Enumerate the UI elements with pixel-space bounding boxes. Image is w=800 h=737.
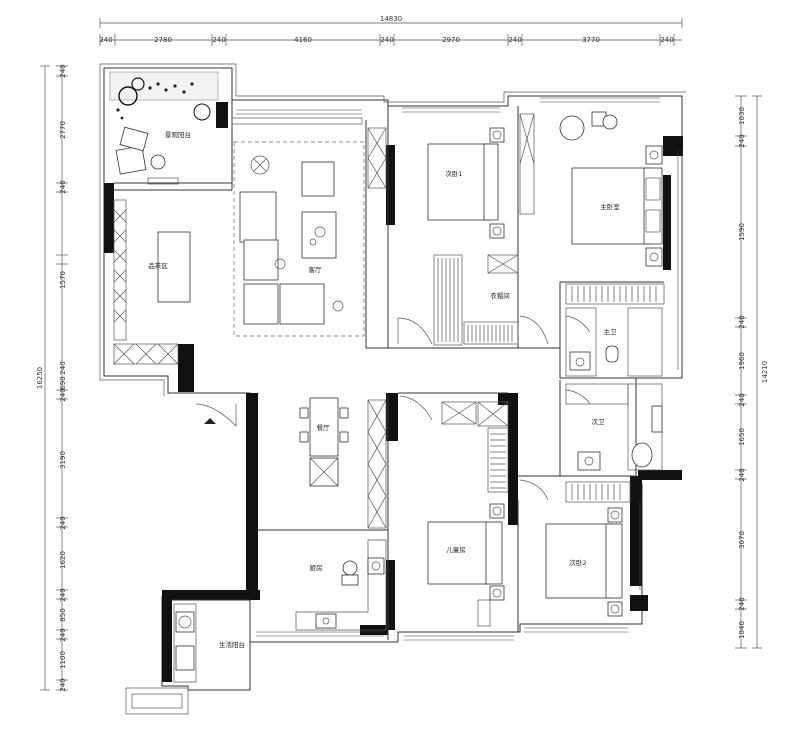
left-dim-5: 240 bbox=[59, 361, 67, 374]
left-dim-12: 850 bbox=[59, 608, 67, 621]
left-dim-14: 1100 bbox=[59, 651, 67, 669]
tea-area: 品茶区 bbox=[113, 199, 191, 365]
windows bbox=[236, 97, 683, 641]
top-dim-2: 2780 bbox=[154, 36, 172, 44]
label-second-bedroom-1: 次卧1 bbox=[445, 169, 462, 178]
master-wardrobe bbox=[565, 283, 665, 305]
left-dim-3: 240 bbox=[59, 180, 67, 193]
right-dim-5: 1960 bbox=[738, 352, 746, 370]
top-dim-9: 240 bbox=[660, 36, 673, 44]
top-dimension-chain: 14830 240 2780 240 4160 240 2970 240 377… bbox=[99, 15, 683, 46]
left-total-dimension: 16250 bbox=[36, 367, 44, 389]
label-second-bath: 次卫 bbox=[592, 417, 606, 426]
left-dim-9: 240 bbox=[59, 516, 67, 529]
label-living-room: 客厅 bbox=[309, 265, 323, 274]
left-dim-1: 240 bbox=[59, 64, 67, 77]
left-dim-8: 3190 bbox=[59, 451, 67, 469]
master-bath: 主卫 bbox=[565, 307, 663, 377]
right-dim-10: 240 bbox=[738, 597, 746, 610]
label-kitchen: 厨房 bbox=[310, 563, 323, 572]
right-dim-2: 240 bbox=[738, 134, 746, 147]
right-dim-7: 1650 bbox=[738, 428, 746, 446]
top-dim-7: 240 bbox=[508, 36, 521, 44]
left-dim-7: 240 bbox=[59, 388, 67, 401]
top-dim-3: 240 bbox=[212, 36, 225, 44]
top-dim-6: 2970 bbox=[442, 36, 460, 44]
second-bath: 次卫 bbox=[565, 383, 663, 471]
left-dim-15: 240 bbox=[59, 678, 67, 691]
label-master-bath: 主卫 bbox=[604, 327, 618, 336]
top-dim-5: 240 bbox=[380, 36, 393, 44]
left-dim-11: 240 bbox=[59, 588, 67, 601]
right-dim-8: 240 bbox=[738, 468, 746, 481]
kitchen: 厨房 bbox=[295, 539, 387, 631]
top-total-dimension: 14830 bbox=[380, 15, 402, 23]
utility-balcony: 生活阳台 bbox=[125, 603, 245, 715]
living-cabinets bbox=[367, 127, 387, 189]
label-kids-room: 儿童房 bbox=[446, 545, 466, 554]
label-master-bedroom: 主卧室 bbox=[600, 202, 620, 211]
kids-room: 儿童房 bbox=[399, 395, 509, 627]
right-dim-6: 240 bbox=[738, 393, 746, 406]
structural-walls bbox=[104, 102, 683, 682]
walk-in-closet: 衣帽间 bbox=[433, 254, 549, 346]
left-dim-13: 240 bbox=[59, 628, 67, 641]
top-dim-4: 4160 bbox=[294, 36, 312, 44]
second-bedroom-2: 次卧2 bbox=[519, 479, 631, 617]
interior-walls bbox=[114, 100, 664, 686]
master-bedroom: 主卧室 bbox=[559, 111, 663, 267]
top-dim-1: 240 bbox=[99, 36, 112, 44]
left-dim-6: 690 bbox=[59, 376, 67, 389]
right-dimension-chain: 14210 1030 240 1590 240 1960 240 1650 24… bbox=[735, 95, 769, 649]
left-dim-10: 1620 bbox=[59, 551, 67, 569]
label-walk-in-closet: 衣帽间 bbox=[490, 291, 510, 300]
right-dim-1: 1030 bbox=[738, 107, 746, 125]
right-dim-9: 3070 bbox=[738, 531, 746, 549]
living-room: 客厅 bbox=[231, 117, 365, 337]
leisure-balcony: 景观阳台 bbox=[109, 71, 219, 185]
right-dim-4: 240 bbox=[738, 315, 746, 328]
right-dim-3: 1590 bbox=[738, 223, 746, 241]
left-dim-2: 2770 bbox=[59, 121, 67, 139]
label-second-bedroom-2: 次卧2 bbox=[569, 558, 586, 567]
label-dining-room: 餐厅 bbox=[317, 423, 331, 432]
dining-room: 餐厅 bbox=[195, 397, 349, 487]
right-dim-11: 1040 bbox=[738, 621, 746, 639]
label-leisure-balcony: 景观阳台 bbox=[165, 130, 191, 139]
top-dim-8: 3770 bbox=[582, 36, 600, 44]
left-dim-4: 1570 bbox=[59, 271, 67, 289]
label-tea-area: 品茶区 bbox=[148, 261, 168, 270]
left-dimension-chain: 16250 240 2770 240 1570 240 690 240 3190… bbox=[36, 64, 68, 692]
label-utility-balcony: 生活阳台 bbox=[219, 640, 245, 649]
kids-room-cabinets bbox=[367, 399, 387, 529]
second-bedroom-1: 次卧1 bbox=[397, 113, 535, 345]
right-total-dimension: 14210 bbox=[761, 361, 769, 383]
